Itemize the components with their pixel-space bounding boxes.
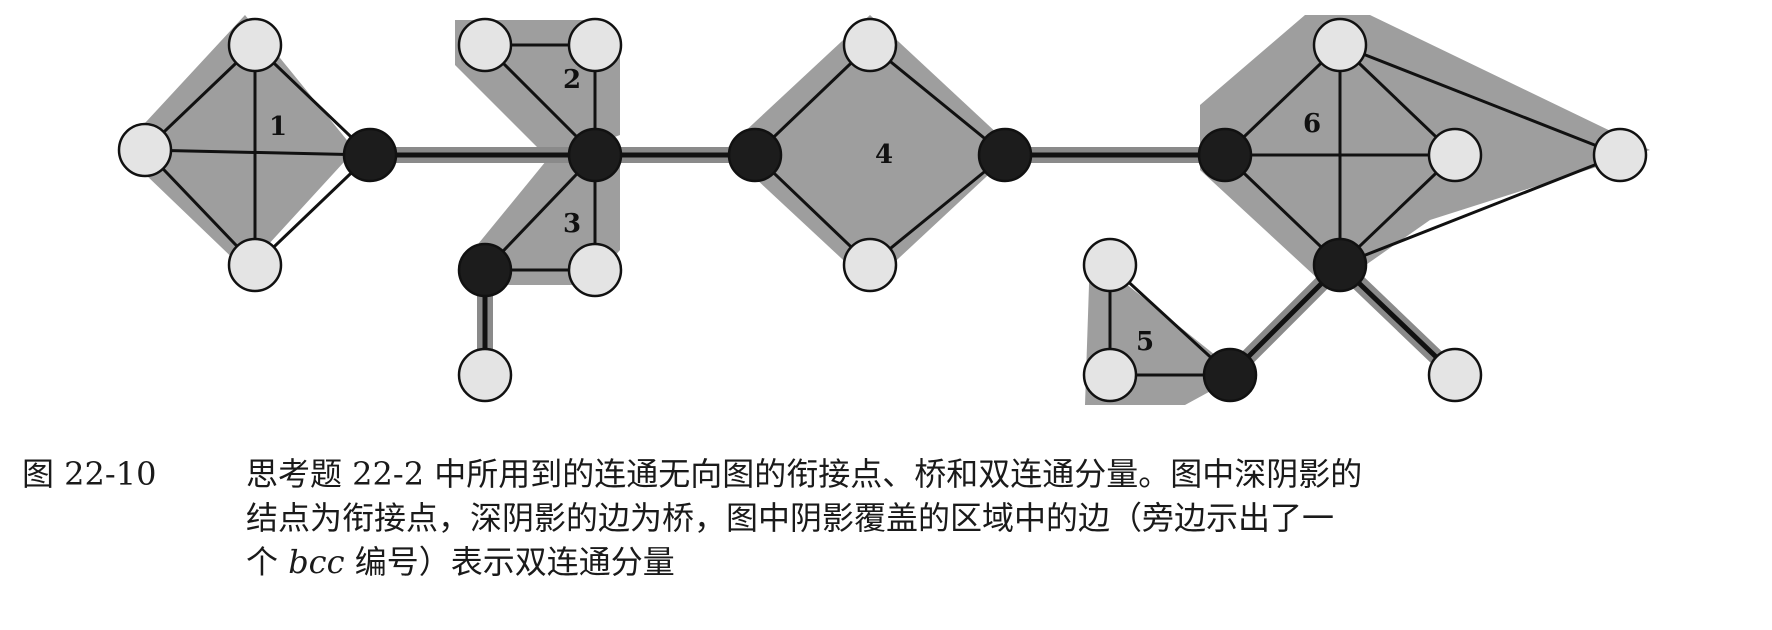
vertex bbox=[227, 17, 283, 73]
bcc-label-3: 3 bbox=[563, 209, 581, 239]
bcc-labels: 1 2 3 4 5 6 bbox=[269, 65, 1321, 357]
bcc-label-6: 6 bbox=[1303, 109, 1321, 139]
articulation-vertex bbox=[1197, 127, 1253, 183]
bcc-label-4: 4 bbox=[875, 140, 893, 170]
caption-line-3: 个 bcc 编号）表示双连通分量 bbox=[22, 540, 1762, 584]
bcc-label-1: 1 bbox=[269, 112, 287, 142]
caption-line-1: 图 22-10 思考题 22-2 中所用到的连通无向图的衔接点、桥和双连通分量。图… bbox=[22, 452, 1762, 496]
articulation-vertex bbox=[457, 242, 513, 298]
articulation-vertex bbox=[1312, 237, 1368, 293]
vertex bbox=[227, 237, 283, 293]
vertex bbox=[1427, 127, 1483, 183]
bcc-region-6 bbox=[1200, 15, 1650, 290]
caption-text-2: 结点为衔接点，深阴影的边为桥，图中阴影覆盖的区域中的边（旁边示出了一 bbox=[246, 499, 1335, 537]
bcc-label-2: 2 bbox=[563, 65, 581, 95]
caption-text-3c: 编号）表示双连通分量 bbox=[344, 543, 675, 581]
vertex bbox=[567, 242, 623, 298]
articulation-vertex bbox=[977, 127, 1033, 183]
vertex bbox=[1427, 347, 1483, 403]
vertex bbox=[1592, 127, 1648, 183]
vertex bbox=[842, 237, 898, 293]
articulation-vertex bbox=[567, 127, 623, 183]
vertex bbox=[1312, 17, 1368, 73]
vertex bbox=[457, 347, 513, 403]
articulation-vertex bbox=[1202, 347, 1258, 403]
figure-caption: 图 22-10 思考题 22-2 中所用到的连通无向图的衔接点、桥和双连通分量。图… bbox=[22, 452, 1762, 584]
caption-text-1: 思考题 22-2 中所用到的连通无向图的衔接点、桥和双连通分量。图中深阴影的 bbox=[246, 455, 1363, 493]
articulation-vertex bbox=[342, 127, 398, 183]
caption-text-3a: 个 bbox=[246, 543, 289, 581]
vertex bbox=[567, 17, 623, 73]
caption-line-2: 结点为衔接点，深阴影的边为桥，图中阴影覆盖的区域中的边（旁边示出了一 bbox=[22, 496, 1762, 540]
bcc-label-5: 5 bbox=[1136, 327, 1154, 357]
graph-figure: 1 2 3 4 5 6 bbox=[117, 15, 1650, 405]
vertex bbox=[842, 17, 898, 73]
vertex bbox=[457, 17, 513, 73]
vertex bbox=[1082, 347, 1138, 403]
figure-number: 图 22-10 bbox=[22, 455, 157, 493]
vertices bbox=[117, 17, 1648, 403]
bcc-region-1 bbox=[120, 15, 355, 270]
bcc-region-4 bbox=[725, 15, 1015, 285]
vertex bbox=[117, 122, 173, 178]
caption-bcc-term: bcc bbox=[288, 543, 345, 581]
articulation-vertex bbox=[727, 127, 783, 183]
vertex bbox=[1082, 237, 1138, 293]
